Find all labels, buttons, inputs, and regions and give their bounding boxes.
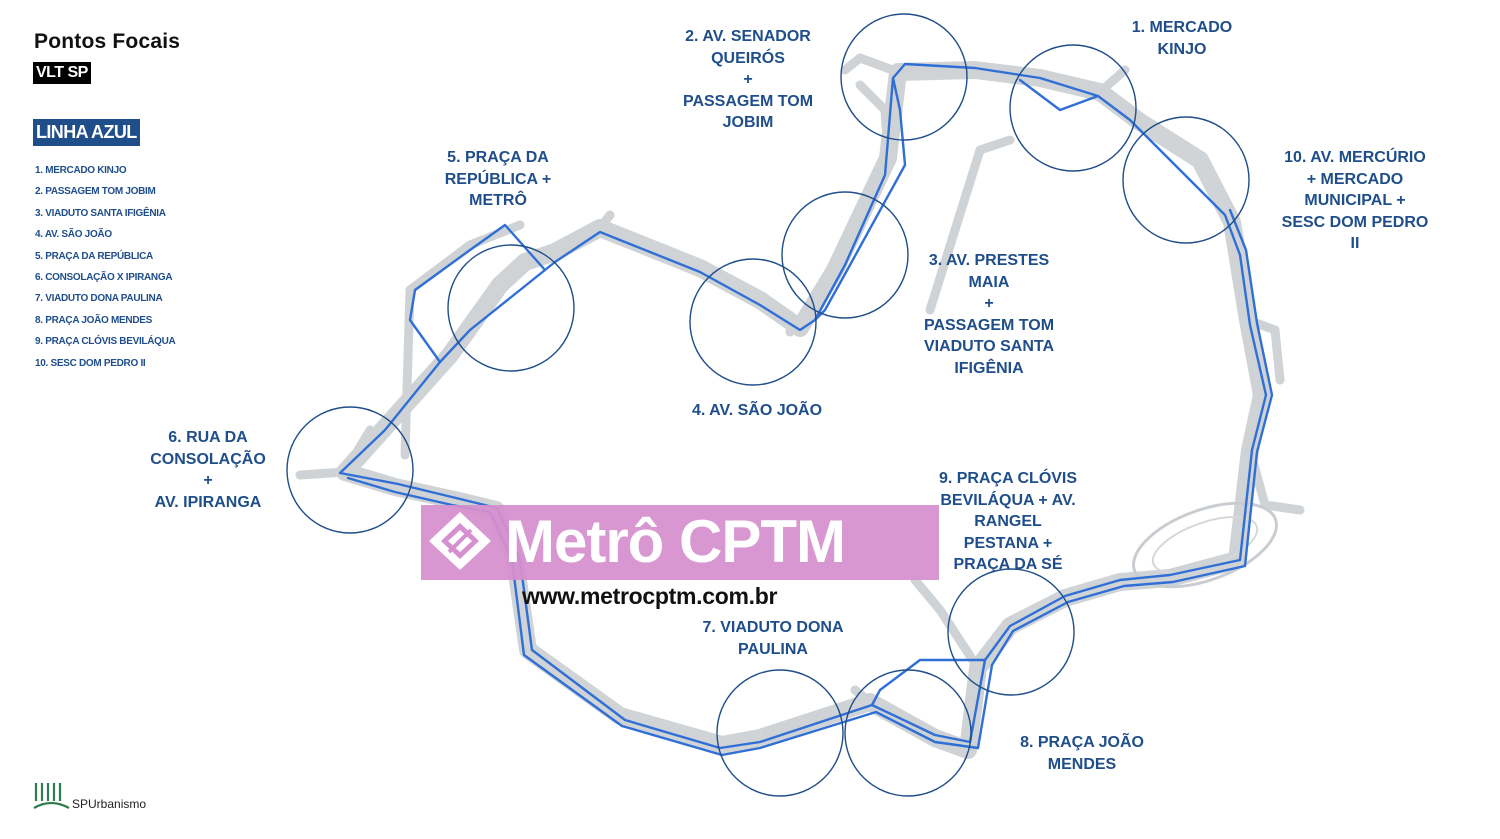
legend-item: 4. AV. SÃO JOÃO	[35, 229, 112, 241]
legend-item: 9. PRAÇA CLÓVIS BEVILÁQUA	[35, 336, 176, 348]
focal-points-legend: 1. MERCADO KINJO 2. PASSAGEM TOM JOBIM 3…	[35, 163, 176, 377]
focal-circle-4	[689, 258, 817, 386]
watermark-brand: Metrô CPTM	[505, 508, 846, 575]
watermark-url: www.metrocptm.com.br	[522, 583, 778, 609]
page-title: Pontos Focais	[34, 30, 181, 53]
focal-circle-8	[844, 669, 972, 797]
focal-label-2: 2. AV. SENADOR QUEIRÓS + PASSAGEM TOM JO…	[682, 28, 814, 131]
focal-circle-6	[286, 406, 414, 534]
focal-circle-2	[840, 13, 968, 141]
legend-item: 6. CONSOLAÇÃO X IPIRANGA	[35, 271, 173, 283]
watermark-banner	[421, 505, 939, 580]
focal-label-7: 7. VIADUTO DONA PAULINA	[702, 619, 844, 658]
legend-item: 2. PASSAGEM TOM JOBIM	[35, 186, 156, 198]
legend-item: 5. PRAÇA DA REPÚBLICA	[35, 250, 153, 262]
focal-circle-9	[947, 568, 1075, 696]
focal-label-6: 6. RUA DA CONSOLAÇÃO + AV. IPIRANGA	[150, 429, 266, 511]
focal-label-8: 8. PRAÇA JOÃO MENDES	[1020, 734, 1144, 773]
spurbanismo-logo-icon	[33, 783, 70, 809]
street-base	[295, 53, 1305, 759]
legend-item: 8. PRAÇA JOÃO MENDES	[35, 314, 152, 326]
focal-circles	[286, 13, 1250, 797]
focal-circle-7	[716, 669, 844, 797]
interchange-ellipse	[1132, 501, 1278, 589]
legend-item: 1. MERCADO KINJO	[35, 165, 127, 176]
focal-label-1: 1. MERCADO KINJO	[1131, 19, 1233, 58]
focal-label-9: 9. PRAÇA CLÓVIS BEVILÁQUA + AV. RANGEL P…	[938, 470, 1078, 573]
focal-circle-1	[1009, 44, 1137, 172]
focal-label-3: 3. AV. PRESTES MAIA + PASSAGEM TOM VIADU…	[923, 252, 1055, 377]
focal-label-4: 4. AV. SÃO JOÃO	[691, 402, 823, 419]
page-subtitle: VLT SP	[33, 62, 91, 84]
focal-circle-10	[1122, 116, 1250, 244]
legend-title: LINHA AZUL	[33, 119, 140, 146]
legend-item: 3. VIADUTO SANTA IFIGÊNIA	[35, 207, 166, 219]
focal-label-5: 5. PRAÇA DA REPÚBLICA + METRÔ	[444, 149, 552, 209]
legend-item: 10. SESC DOM PEDRO II	[35, 357, 146, 369]
metro-cptm-logo-icon	[429, 512, 491, 570]
spurbanismo-logo-text: SPUrbanismo	[72, 797, 147, 811]
focal-circle-5	[447, 244, 575, 372]
focal-label-10: 10. AV. MERCÚRIO + MERCADO MUNICIPAL + S…	[1281, 149, 1429, 252]
focal-circle-3	[781, 191, 909, 319]
legend-item: 7. VIADUTO DONA PAULINA	[35, 293, 163, 305]
